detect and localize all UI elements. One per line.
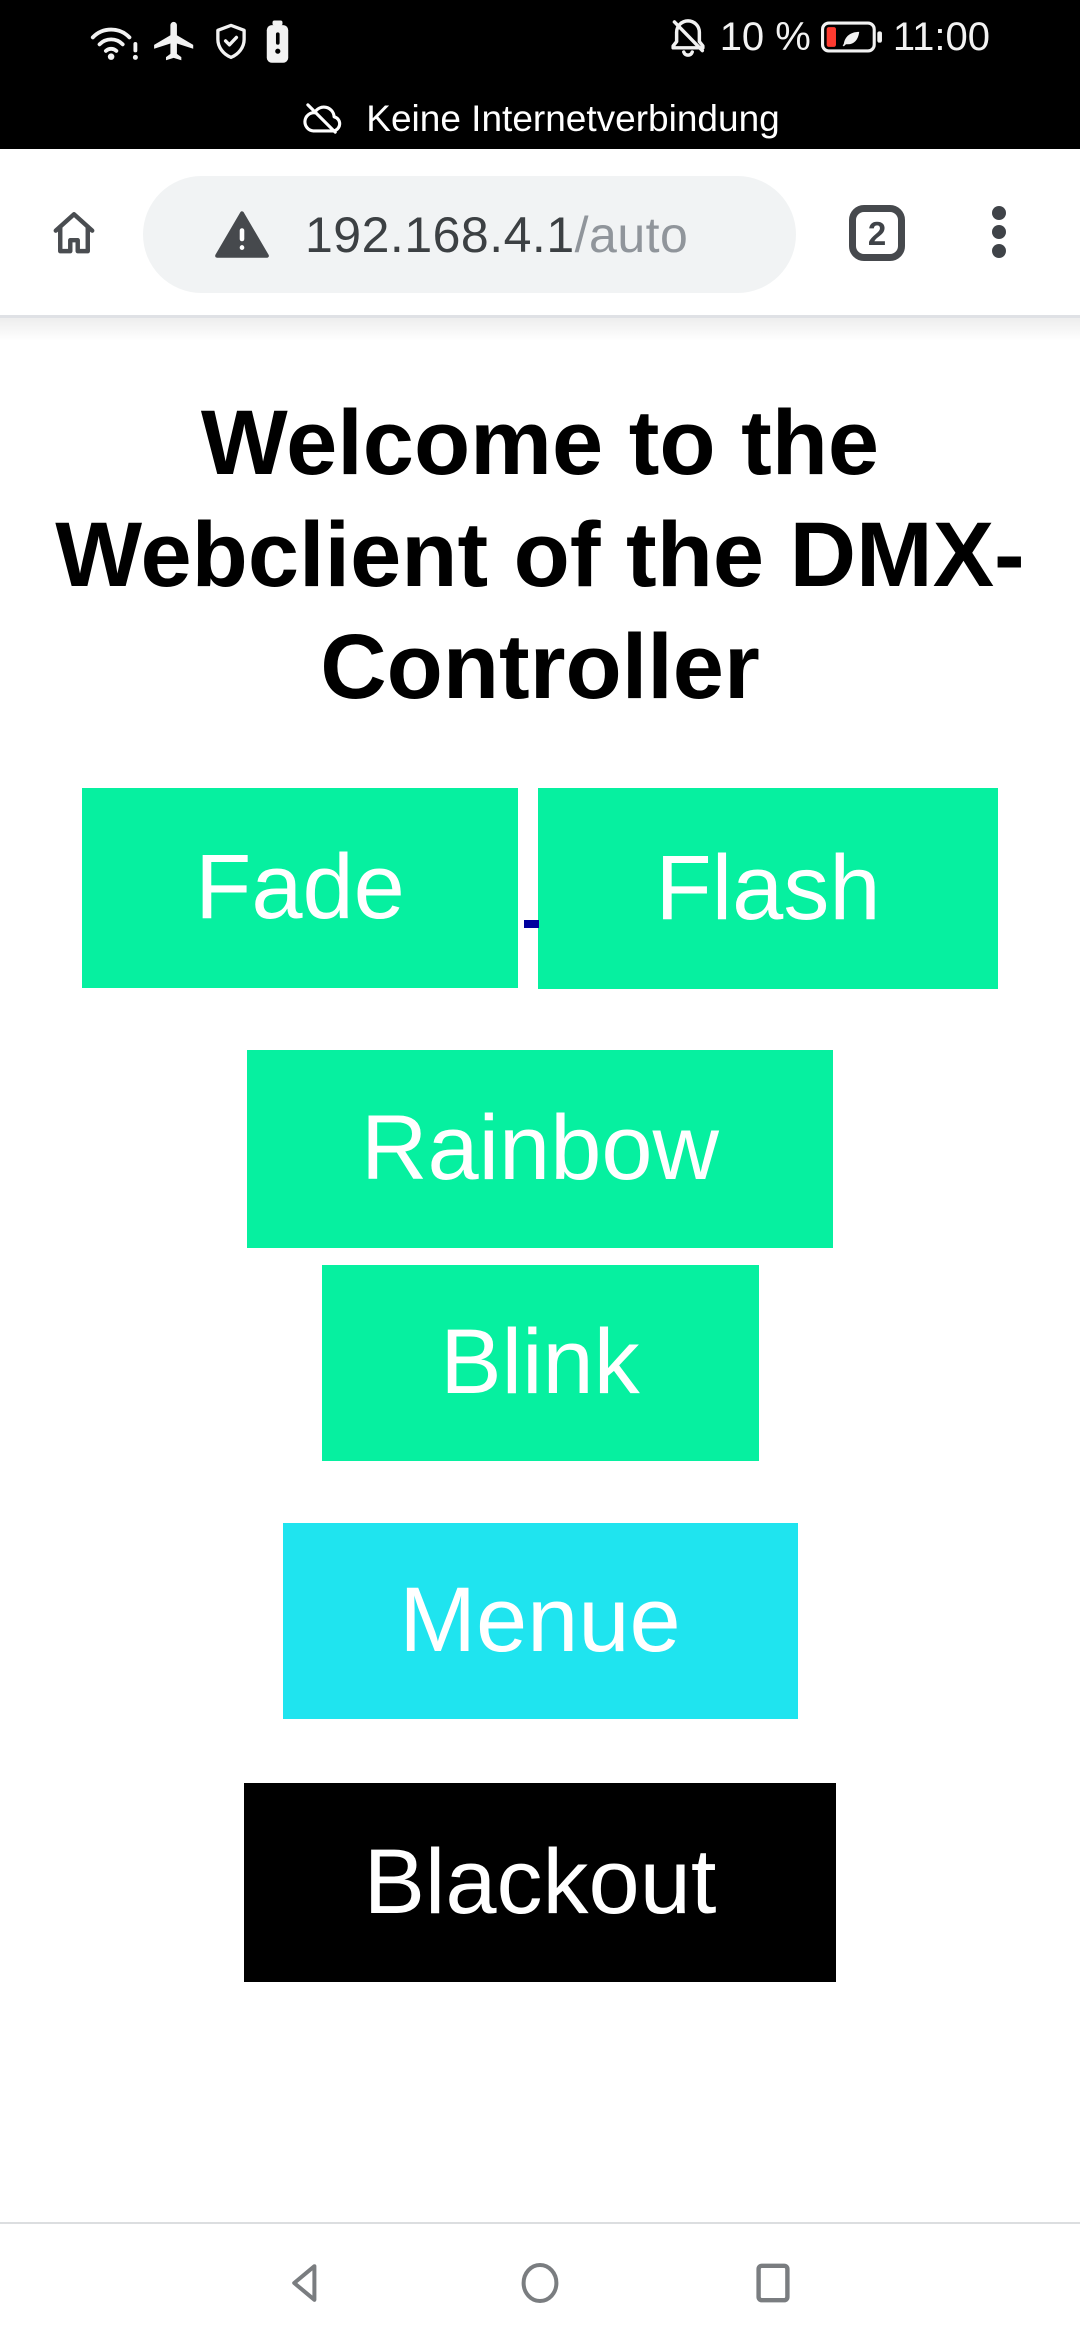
- browser-toolbar: 192.168.4.1/auto 2: [0, 149, 1080, 315]
- menu-dot: [992, 206, 1006, 220]
- menu-dot: [992, 225, 1006, 239]
- connection-banner: Keine Internetverbindung: [0, 88, 1080, 149]
- back-triangle-icon: [292, 2264, 317, 2302]
- back-button[interactable]: [282, 2255, 332, 2311]
- battery-alert-icon: [266, 20, 289, 63]
- blink-button[interactable]: Blink: [321, 1264, 759, 1461]
- url-text: 192.168.4.1/auto: [305, 206, 688, 264]
- tab-switcher-button[interactable]: 2: [849, 205, 905, 261]
- link-underscore[interactable]: [524, 919, 539, 928]
- wifi-alert-icon: [90, 27, 138, 60]
- airplane-mode-icon: [154, 21, 194, 61]
- rainbow-button[interactable]: Rainbow: [247, 1049, 833, 1248]
- overflow-menu-button[interactable]: [991, 206, 1007, 258]
- recents-button[interactable]: [748, 2255, 798, 2311]
- notifications-off-icon: [671, 19, 705, 57]
- blackout-button[interactable]: Blackout: [244, 1782, 836, 1982]
- status-right-cluster: 10 % 11:00: [666, 14, 990, 60]
- recents-square-icon: [756, 2263, 790, 2303]
- url-path: /auto: [574, 206, 689, 263]
- button-row: Fade Flash: [0, 787, 1080, 989]
- status-left-icons: [88, 18, 291, 66]
- home-nav-button[interactable]: [515, 2255, 565, 2311]
- shield-check-icon: [216, 23, 246, 60]
- android-nav-bar: [0, 2222, 1080, 2340]
- webpage-content: Welcome to the Webclient of the DMX- Con…: [0, 341, 1080, 1982]
- tab-count: 2: [867, 214, 887, 252]
- fade-button[interactable]: Fade: [82, 787, 518, 988]
- home-button[interactable]: [46, 202, 102, 267]
- status-row: 10 % 11:00: [0, 0, 1080, 88]
- battery-percent: 10 %: [719, 15, 811, 59]
- toolbar-divider: [0, 315, 1080, 341]
- home-circle-icon: [521, 2263, 559, 2303]
- home-icon: [53, 212, 95, 254]
- menue-button[interactable]: Menue: [282, 1522, 798, 1719]
- flash-button[interactable]: Flash: [538, 787, 998, 989]
- page-title: Welcome to the Webclient of the DMX- Con…: [55, 392, 1025, 719]
- clock: 11:00: [892, 15, 990, 59]
- cloud-off-icon: [303, 102, 342, 134]
- connection-banner-text: Keine Internetverbindung: [366, 98, 780, 139]
- url-bar[interactable]: 192.168.4.1/auto: [143, 176, 796, 293]
- battery-low-powersave-icon: [820, 21, 882, 53]
- warning-triangle-icon[interactable]: [211, 206, 273, 264]
- menu-dot: [992, 244, 1006, 258]
- url-host: 192.168.4.1: [305, 206, 575, 263]
- status-bar: 10 % 11:00 Keine Internetverbindung: [0, 0, 1080, 149]
